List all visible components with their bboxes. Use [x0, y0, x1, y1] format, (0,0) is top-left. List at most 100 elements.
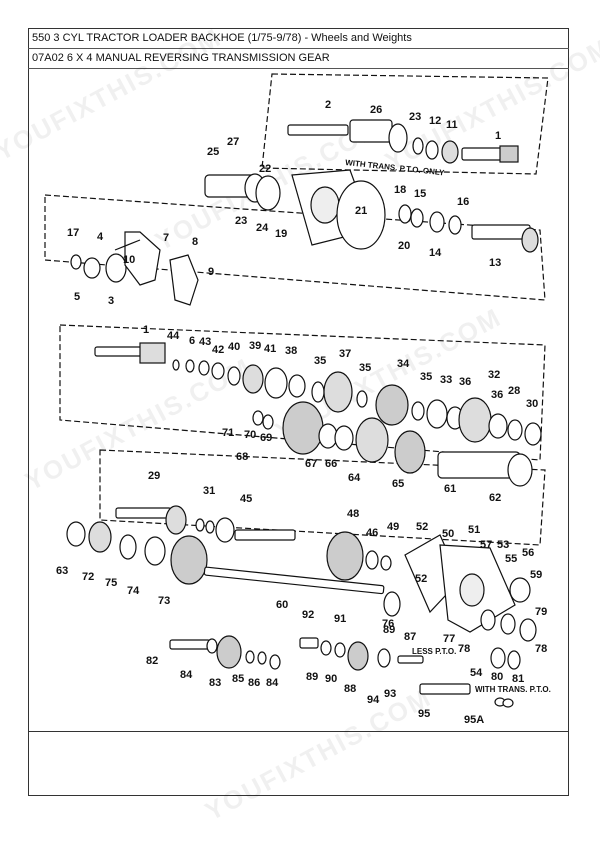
callout: 48 — [347, 508, 359, 520]
callout: 23 — [409, 111, 421, 123]
callout: 74 — [127, 585, 140, 597]
callout: 3 — [108, 295, 114, 307]
callout: 51 — [468, 524, 480, 536]
callout: 65 — [392, 478, 404, 490]
callout: 50 — [442, 528, 454, 540]
reverse-idler-assembly — [169, 635, 514, 708]
callout: 80 — [491, 671, 503, 683]
callout: 21 — [355, 205, 367, 217]
callout: 34 — [397, 358, 410, 370]
callout: 18 — [394, 184, 406, 196]
callout: 61 — [444, 483, 456, 495]
callout: 43 — [199, 336, 211, 348]
housing-assembly — [204, 169, 539, 253]
callout: 93 — [384, 688, 396, 700]
callout: 68 — [236, 451, 248, 463]
callout: 7 — [163, 232, 169, 244]
countershaft-assembly — [252, 401, 533, 487]
lower-shaft-assembly — [66, 505, 537, 670]
callout: 38 — [285, 345, 297, 357]
callout: 1 — [143, 324, 149, 336]
header-title: 550 3 CYL TRACTOR LOADER BACKHOE (1/75-9… — [28, 29, 569, 49]
note-with-pto: WITH TRANS. P.T.O. — [475, 685, 551, 694]
callout: 14 — [429, 247, 442, 259]
callout: 46 — [366, 527, 378, 539]
callout: 8 — [192, 236, 198, 248]
callout: 64 — [348, 472, 361, 484]
callout: 37 — [339, 348, 351, 360]
callout: 45 — [240, 493, 252, 505]
callout: 31 — [203, 485, 215, 497]
callout: 20 — [398, 240, 410, 252]
callout: 78 — [535, 643, 547, 655]
callout: 60 — [276, 599, 288, 611]
callout: 81 — [512, 673, 524, 685]
callout: 78 — [458, 643, 470, 655]
callout: 89 — [306, 671, 318, 683]
note-pto-only: WITH TRANS. P.T.O. ONLY — [345, 158, 446, 177]
lower-group-outline — [99, 449, 546, 546]
callout: 83 — [209, 677, 221, 689]
callout: 44 — [167, 330, 180, 342]
callout: 25 — [207, 146, 219, 158]
callout: 71 — [222, 427, 234, 439]
callout: 86 — [248, 677, 260, 689]
callout: 15 — [414, 188, 426, 200]
callout: 90 — [325, 673, 337, 685]
callout: 54 — [470, 667, 483, 679]
callout: 13 — [489, 257, 501, 269]
callout: 52 — [416, 521, 428, 533]
callout: 67 — [305, 458, 317, 470]
callout: 82 — [146, 655, 158, 667]
callout: 59 — [530, 569, 542, 581]
callout: 29 — [148, 470, 160, 482]
main-shaft-assembly — [94, 342, 542, 446]
callout: 84 — [266, 677, 279, 689]
callout: 49 — [387, 521, 399, 533]
callout: 36 — [491, 389, 503, 401]
callout: 19 — [275, 228, 287, 240]
callout: 4 — [97, 231, 104, 243]
callout: 26 — [370, 104, 382, 116]
callout: 62 — [489, 492, 501, 504]
housing-group-outline — [44, 194, 546, 301]
callout: 1 — [495, 130, 501, 142]
callout: 75 — [105, 577, 117, 589]
callout-labels: 2 26 23 12 11 1 27 25 22 18 15 16 21 20 … — [56, 99, 547, 726]
callout: 23 — [235, 215, 247, 227]
pto-group-outline — [261, 73, 549, 175]
callout: 55 — [505, 553, 517, 565]
callout: 28 — [508, 385, 520, 397]
callout: 41 — [264, 343, 276, 355]
callout: 40 — [228, 341, 240, 353]
page-frame — [28, 28, 569, 796]
callout: 30 — [526, 398, 538, 410]
callout: 27 — [227, 136, 239, 148]
callout: 6 — [189, 335, 195, 347]
header-subtitle: 07A02 6 X 4 MANUAL REVERSING TRANSMISSIO… — [28, 49, 569, 69]
callout: 11 — [446, 119, 458, 131]
footer-rule — [28, 731, 569, 732]
callout: 17 — [67, 227, 79, 239]
callout: 72 — [82, 571, 94, 583]
callout: 22 — [259, 163, 271, 175]
callout: 36 — [459, 376, 471, 388]
callout: 73 — [158, 595, 170, 607]
callout: 2 — [325, 99, 331, 111]
callout: 33 — [440, 374, 452, 386]
callout: 57 — [480, 539, 492, 551]
callout: 92 — [302, 609, 314, 621]
callout: 91 — [334, 613, 346, 625]
callout: 89 — [383, 624, 395, 636]
callout: 63 — [56, 565, 68, 577]
callout: 35 — [359, 362, 371, 374]
callout: 39 — [249, 340, 261, 352]
callout: 66 — [325, 458, 337, 470]
callout: 53 — [497, 539, 509, 551]
callout: 35 — [420, 371, 432, 383]
callout: 56 — [522, 547, 534, 559]
callout: 95 — [418, 708, 430, 720]
callout: 94 — [367, 694, 380, 706]
callout: 87 — [404, 631, 416, 643]
callout: 42 — [212, 344, 224, 356]
